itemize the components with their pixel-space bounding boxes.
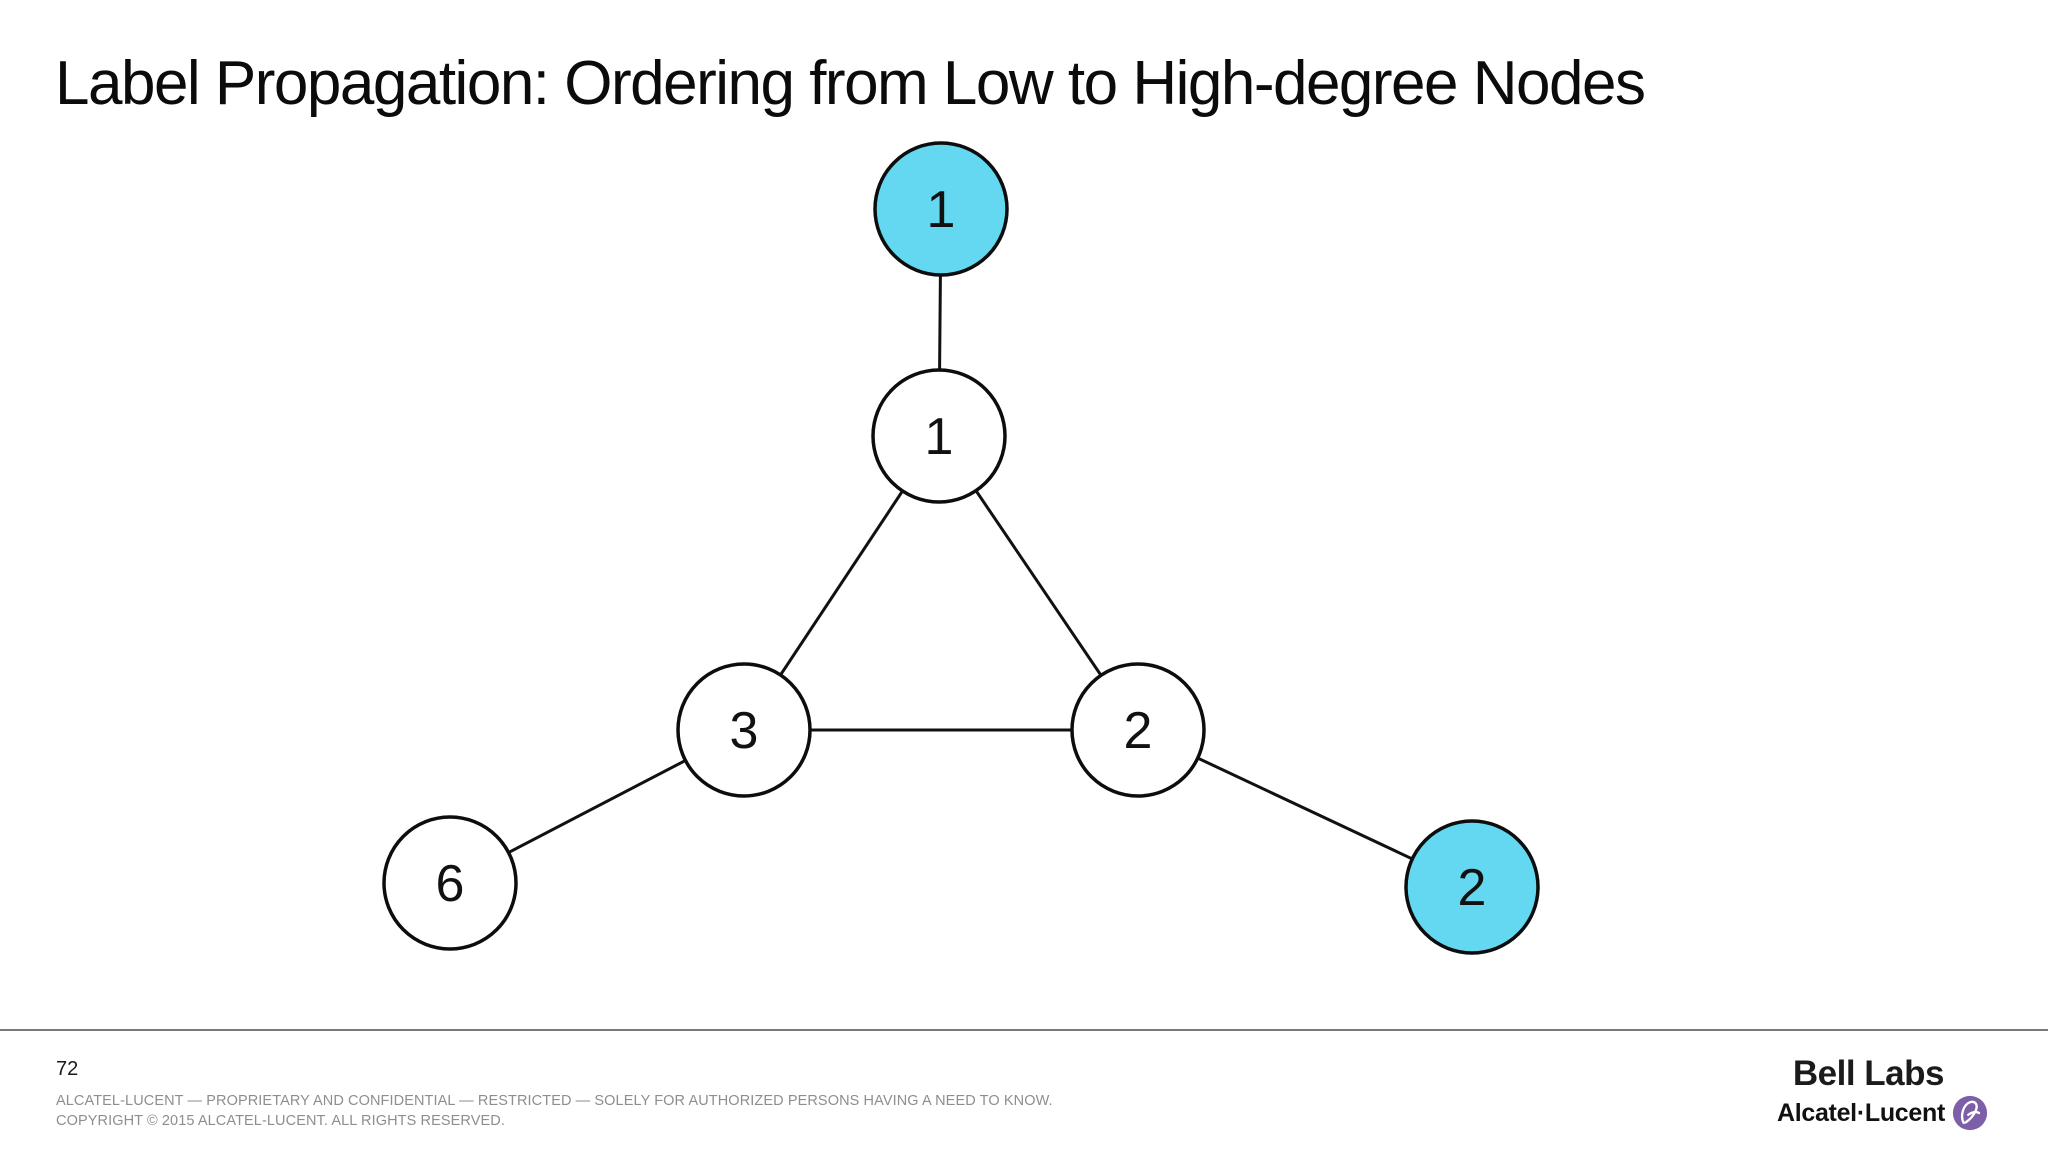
node-label: 1 [925, 408, 954, 466]
confidentiality-line: ALCATEL-LUCENT — PROPRIETARY AND CONFIDE… [56, 1093, 1053, 1109]
brand-block: Bell Labs Alcatel·Lucent [1777, 1056, 1988, 1131]
graph-node-bottom-right: 2 [1404, 819, 1540, 955]
node-label: 1 [927, 181, 956, 239]
copyright-line: COPYRIGHT © 2015 ALCATEL-LUCENT. ALL RIG… [56, 1113, 505, 1129]
node-circle [382, 815, 518, 951]
alcatel-lucent-row: Alcatel·Lucent [1777, 1095, 1988, 1131]
graph-edges [449, 208, 1473, 889]
alcatel-lucent-wordmark: Alcatel·Lucent [1776, 1098, 1945, 1127]
bell-labs-wordmark: Bell Labs [1792, 1054, 1945, 1093]
footer-block: 72 ALCATEL-LUCENT — PROPRIETARY AND CONF… [56, 1058, 1053, 1131]
graph-node-center: 1 [871, 368, 1007, 504]
graph-node-bottom-left: 6 [382, 815, 518, 951]
footer-divider [0, 1029, 2048, 1031]
node-circle-highlighted [1404, 819, 1540, 955]
node-circle [676, 662, 812, 798]
graph-node-left: 3 [676, 662, 812, 798]
node-circle [871, 368, 1007, 504]
graph-node-top: 1 [873, 141, 1009, 277]
node-circle-highlighted [873, 141, 1009, 277]
page-title: Label Propagation: Ordering from Low to … [55, 49, 1646, 118]
graph-node-right: 2 [1070, 662, 1206, 798]
node-label: 2 [1458, 859, 1487, 917]
node-label: 3 [730, 702, 759, 760]
page-number: 72 [56, 1058, 79, 1080]
node-label: 2 [1124, 702, 1153, 760]
logo-swirl [1960, 1100, 1981, 1125]
alcatel-lucent-logo-icon [1952, 1095, 1988, 1131]
node-label: 6 [436, 855, 465, 913]
node-circle [1070, 662, 1206, 798]
